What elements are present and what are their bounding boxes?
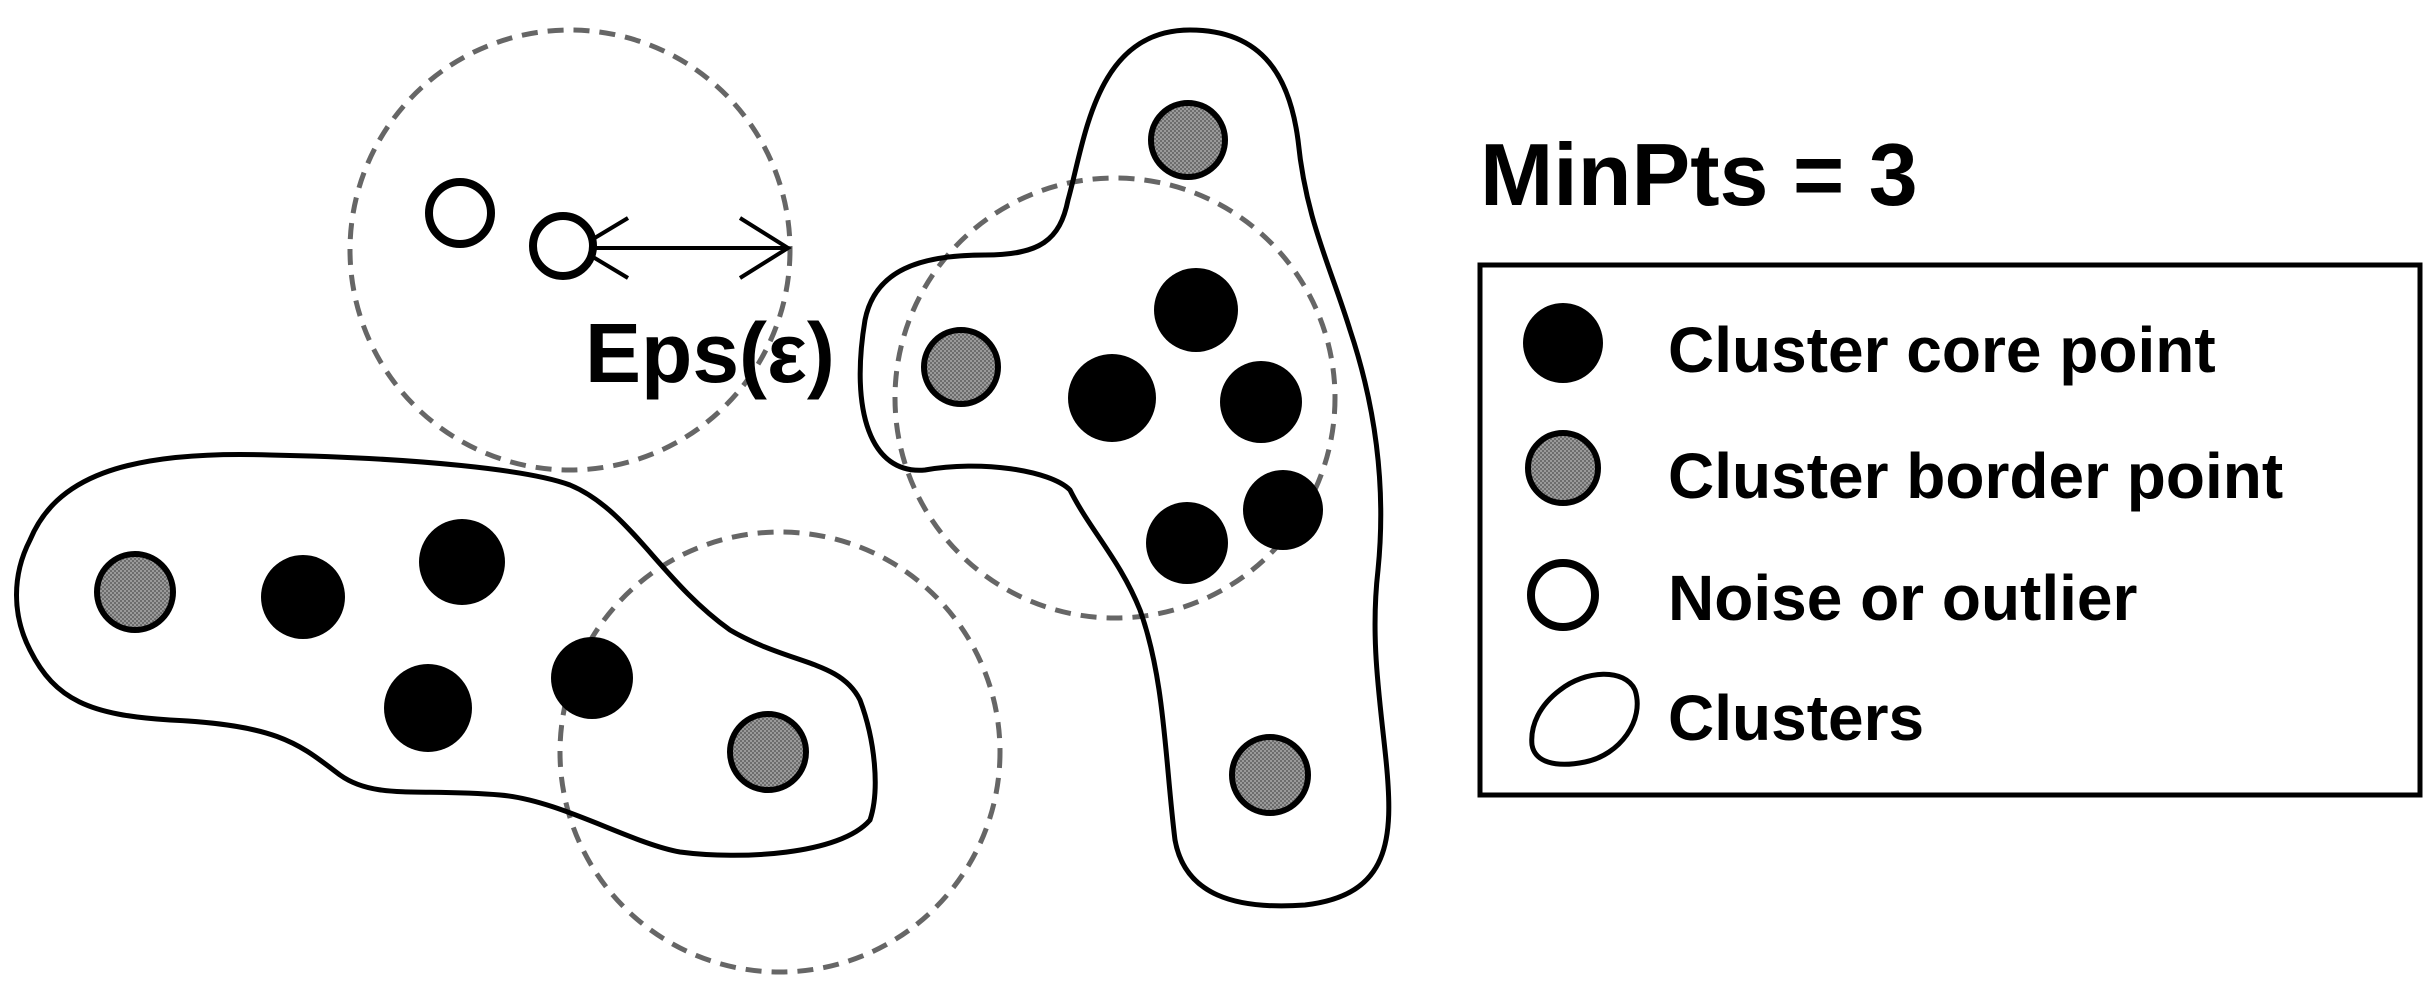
eps-circle-left-cluster [557, 529, 1003, 975]
cluster-outline-right [857, 27, 1392, 909]
border-point [727, 711, 809, 793]
legend-label-core: Cluster core point [1668, 314, 2216, 386]
noise-point [529, 212, 597, 280]
core-point [384, 664, 472, 752]
legend-noise-point-icon [1527, 559, 1599, 631]
core-point [261, 555, 345, 639]
legend-frame [1477, 262, 2423, 798]
noise-point [425, 178, 495, 248]
eps-circle-noise [347, 27, 793, 473]
legend: Cluster core point Cluster border point … [1477, 262, 2423, 798]
minpts-label: MinPts = 3 [1480, 125, 1918, 224]
legend-label-noise: Noise or outlier [1668, 562, 2137, 634]
core-point [1068, 354, 1156, 442]
core-point [551, 637, 633, 719]
eps-arrow [570, 216, 792, 280]
core-point [1243, 470, 1323, 550]
border-point [921, 327, 1001, 407]
core-point [1220, 361, 1302, 443]
legend-label-clusters: Clusters [1668, 682, 1924, 754]
border-point [94, 551, 176, 633]
cluster-outline-left [14, 451, 878, 858]
legend-core-point-icon [1523, 303, 1603, 383]
border-point [1229, 734, 1311, 816]
eps-label: Eps(ε) [585, 306, 835, 400]
eps-circle-right-cluster [892, 175, 1338, 621]
core-point [1154, 268, 1238, 352]
core-point [419, 519, 505, 605]
border-point [1148, 100, 1228, 180]
legend-cluster-outline-icon [1529, 671, 1640, 767]
core-point [1146, 502, 1228, 584]
legend-label-border: Cluster border point [1668, 440, 2283, 512]
legend-border-point-icon [1525, 430, 1601, 506]
